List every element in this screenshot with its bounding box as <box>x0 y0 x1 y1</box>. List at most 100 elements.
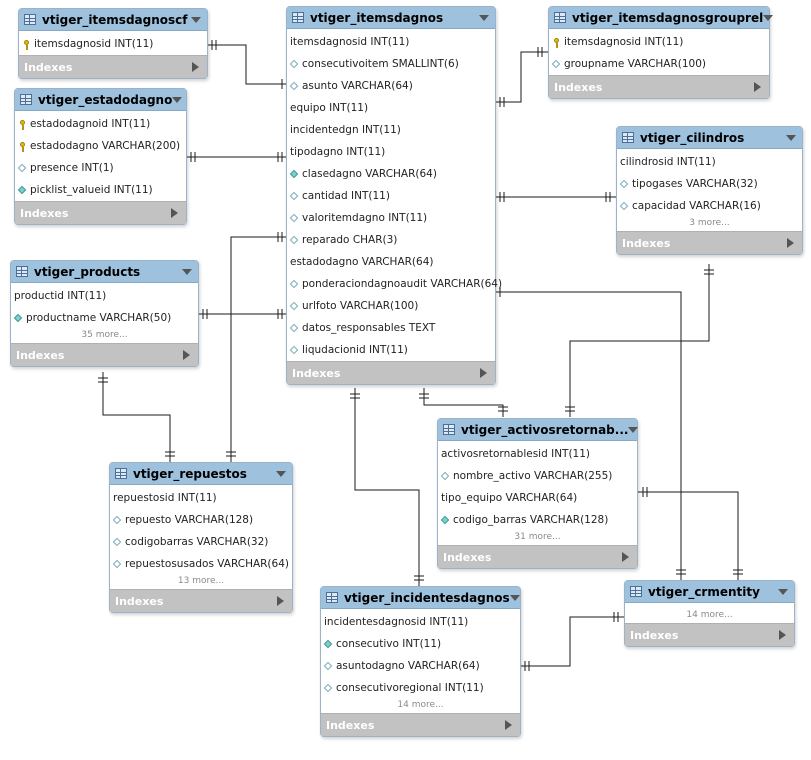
indexes-bar[interactable]: Indexes <box>549 75 769 98</box>
collapse-arrow-icon[interactable] <box>509 594 520 601</box>
expand-arrow-icon[interactable] <box>192 62 199 72</box>
collapse-arrow-icon[interactable] <box>763 14 774 21</box>
table-repuestos[interactable]: vtiger_repuestos repuestosid INT(11) rep… <box>109 462 293 613</box>
column-row: picklist_valueid INT(11) <box>15 179 186 201</box>
column-label: consecutivo INT(11) <box>336 638 442 650</box>
collapse-arrow-icon[interactable] <box>182 268 192 275</box>
indexes-bar[interactable]: Indexes <box>617 231 802 254</box>
primary-key-icon <box>18 119 27 130</box>
more-columns-label[interactable]: 13 more... <box>177 576 225 586</box>
table-header[interactable]: vtiger_incidentesdagnos <box>321 587 520 609</box>
collapse-arrow-icon[interactable] <box>172 96 183 103</box>
column-label: productname VARCHAR(50) <box>26 312 172 324</box>
collapse-arrow-icon[interactable] <box>628 426 639 433</box>
link-activos-itemsdagnos <box>423 388 504 417</box>
indexes-bar[interactable]: Indexes <box>287 361 495 384</box>
collapse-arrow-icon[interactable] <box>191 16 201 23</box>
column-label: capacidad VARCHAR(16) <box>632 200 761 212</box>
table-name: vtiger_activosretornab... <box>461 422 629 437</box>
indexes-bar[interactable]: Indexes <box>438 545 637 568</box>
expand-arrow-icon[interactable] <box>622 552 629 562</box>
expand-arrow-icon[interactable] <box>171 208 178 218</box>
indexes-bar[interactable]: Indexes <box>19 55 207 78</box>
indexes-label: Indexes <box>326 718 375 732</box>
table-products[interactable]: vtiger_products productid INT(11) produc… <box>10 260 199 367</box>
indexes-label: Indexes <box>115 594 164 608</box>
indexes-bar[interactable]: Indexes <box>15 201 186 224</box>
column-label: consecutivoregional INT(11) <box>336 682 484 694</box>
indexes-label: Indexes <box>16 348 65 362</box>
collapse-arrow-icon[interactable] <box>479 14 489 21</box>
expand-arrow-icon[interactable] <box>779 630 786 640</box>
column-label: activosretornablesid INT(11) <box>441 448 591 460</box>
table-icon <box>630 586 642 597</box>
column-label: reparado CHAR(3) <box>302 234 398 246</box>
table-incidentesdagnos[interactable]: vtiger_incidentesdagnos incidentesdagnos… <box>320 586 521 737</box>
indexes-bar[interactable]: Indexes <box>11 343 198 366</box>
indexes-bar[interactable]: Indexes <box>321 713 520 736</box>
column-diamond-icon <box>290 236 299 245</box>
more-columns-label[interactable]: 31 more... <box>514 532 561 542</box>
table-icon <box>622 132 634 143</box>
table-header[interactable]: vtiger_products <box>11 261 198 283</box>
table-header[interactable]: vtiger_crmentity <box>625 581 794 603</box>
indexed-column-icon <box>14 314 23 323</box>
expand-arrow-icon[interactable] <box>183 350 190 360</box>
column-label: incidentedgn INT(11) <box>290 124 401 136</box>
expand-arrow-icon[interactable] <box>277 596 284 606</box>
table-name: vtiger_crmentity <box>648 584 760 599</box>
table-name: vtiger_cilindros <box>640 130 745 145</box>
column-diamond-icon <box>620 202 629 211</box>
table-estadodagno[interactable]: vtiger_estadodagno estadodagnoid INT(11)… <box>14 88 187 225</box>
more-columns-label[interactable]: 35 more... <box>81 330 128 340</box>
column-row: itemsdagnosid INT(11) <box>549 31 769 53</box>
table-itemsdagnoscf[interactable]: vtiger_itemsdagnoscf itemsdagnosid INT(1… <box>18 8 208 79</box>
expand-arrow-icon[interactable] <box>480 368 487 378</box>
more-columns-label[interactable]: 14 more... <box>686 610 733 620</box>
expand-arrow-icon[interactable] <box>754 82 761 92</box>
table-header[interactable]: vtiger_itemsdagnosgrouprel <box>549 7 774 29</box>
indexes-bar[interactable]: Indexes <box>110 589 292 612</box>
table-name: vtiger_products <box>34 264 141 279</box>
table-icon <box>326 592 338 603</box>
column-label: ponderaciondagnoaudit VARCHAR(64) <box>302 278 503 290</box>
table-cilindros[interactable]: vtiger_cilindros cilindrosid INT(11) tip… <box>616 126 803 255</box>
table-itemsdagnos[interactable]: vtiger_itemsdagnos itemsdagnosid INT(11)… <box>286 6 502 385</box>
column-label: tipodagno INT(11) <box>290 146 386 158</box>
table-name: vtiger_estadodagno <box>38 92 173 107</box>
expand-arrow-icon[interactable] <box>787 238 794 248</box>
expand-arrow-icon[interactable] <box>505 720 512 730</box>
table-name: vtiger_itemsdagnos <box>310 10 444 25</box>
indexes-label: Indexes <box>630 628 679 642</box>
table-header[interactable]: vtiger_activosretornab... <box>438 419 639 441</box>
table-crmentity[interactable]: vtiger_crmentity 14 more... Indexes <box>624 580 795 647</box>
column-diamond-icon <box>290 346 299 355</box>
table-itemsdagnosgrouprel[interactable]: vtiger_itemsdagnosgrouprel itemsdagnosid… <box>548 6 774 99</box>
indexed-column-icon <box>18 186 27 195</box>
table-header[interactable]: vtiger_cilindros <box>617 127 802 149</box>
column-label: tipo_equipo VARCHAR(64) <box>441 492 578 504</box>
more-columns-label[interactable]: 3 more... <box>689 218 730 228</box>
column-row: equipo INT(11) <box>287 97 495 119</box>
table-header[interactable]: vtiger_itemsdagnos <box>287 7 495 29</box>
table-name: vtiger_itemsdagnosgrouprel <box>572 10 764 25</box>
column-label: cilindrosid INT(11) <box>620 156 716 168</box>
collapse-arrow-icon[interactable] <box>786 134 796 141</box>
table-icon <box>443 424 455 435</box>
indexes-label: Indexes <box>443 550 492 564</box>
collapse-arrow-icon[interactable] <box>778 588 788 595</box>
table-header[interactable]: vtiger_estadodagno <box>15 89 186 111</box>
column-row: repuesto VARCHAR(128) <box>110 509 292 531</box>
column-label: repuestosusados VARCHAR(64) <box>125 558 289 570</box>
indexes-bar[interactable]: Indexes <box>625 623 794 646</box>
table-activosretornables[interactable]: vtiger_activosretornab... activosretorna… <box>437 418 639 569</box>
indexes-label: Indexes <box>292 366 341 380</box>
column-label: picklist_valueid INT(11) <box>30 184 153 196</box>
collapse-arrow-icon[interactable] <box>276 470 286 477</box>
table-header[interactable]: vtiger_repuestos <box>110 463 292 485</box>
table-header[interactable]: vtiger_itemsdagnoscf <box>19 9 207 31</box>
primary-key-icon <box>18 141 27 152</box>
column-label: presence INT(1) <box>30 162 114 174</box>
more-columns-label[interactable]: 14 more... <box>397 700 444 710</box>
column-label: consecutivoitem SMALLINT(6) <box>302 58 459 70</box>
